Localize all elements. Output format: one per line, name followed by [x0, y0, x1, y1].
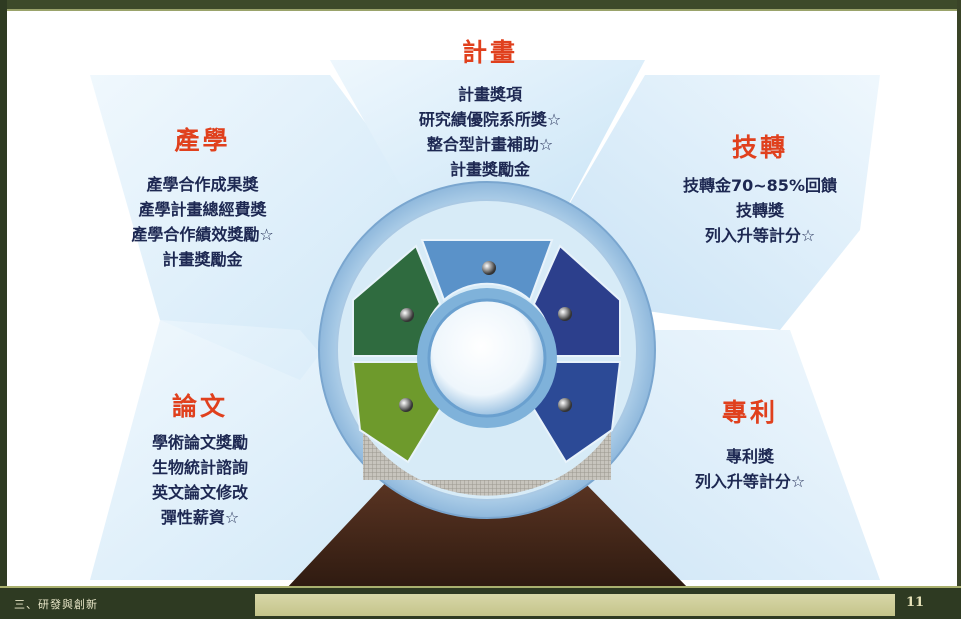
footer-section-label: 三、研發與創新	[14, 598, 98, 611]
bolt-transfer	[558, 307, 572, 321]
transfer-title: 技轉	[731, 133, 788, 162]
diagram-base	[285, 478, 690, 590]
transfer-item: 技轉獎	[735, 201, 784, 220]
transfer-item: 列入升等計分☆	[704, 226, 816, 245]
hub	[427, 298, 547, 418]
patent-block: 專利 專利獎 列入升等計分☆	[640, 398, 860, 494]
industry-item: 產學計畫總經費獎	[138, 200, 267, 219]
industry-item: 產學合作成果獎	[146, 175, 259, 194]
plan-title: 計畫	[461, 38, 518, 67]
patent-title: 專利	[721, 398, 778, 427]
paper-title: 論文	[171, 392, 228, 421]
patent-item: 專利獎	[725, 447, 774, 466]
bolt-patent	[558, 398, 572, 412]
transfer-block: 技轉 技轉金70~85%回饋 技轉獎 列入升等計分☆	[640, 133, 880, 248]
paper-item: 彈性薪資☆	[160, 508, 240, 527]
right-bar	[957, 0, 961, 619]
paper-block: 論文 學術論文獎勵 生物統計諮詢 英文論文修改 彈性薪資☆	[100, 392, 300, 530]
plan-block: 計畫 計畫獎項 研究績優院系所獎☆ 整合型計畫補助☆ 計畫獎勵金	[355, 38, 625, 182]
industry-title: 產學	[174, 126, 231, 155]
footer-stripe	[0, 586, 961, 589]
paper-item: 英文論文修改	[151, 483, 248, 502]
top-bar-stripe	[0, 9, 961, 11]
bolt-plan	[482, 261, 496, 275]
transfer-item: 技轉金70~85%回饋	[683, 176, 837, 195]
top-bar	[0, 0, 961, 9]
industry-item: 產學合作績效獎勵☆	[131, 225, 274, 244]
left-bar	[0, 0, 7, 619]
plan-item: 整合型計畫補助☆	[426, 135, 554, 154]
panel-plan	[330, 60, 645, 220]
industry-item: 計畫獎勵金	[162, 250, 243, 269]
plan-item: 計畫獎勵金	[449, 160, 530, 179]
bolt-paper	[399, 398, 413, 412]
plan-item: 研究績優院系所獎☆	[418, 110, 562, 129]
plan-item: 計畫獎項	[457, 85, 522, 104]
panel-transfer	[560, 75, 880, 330]
page-number: 11	[906, 595, 925, 610]
patent-item: 列入升等計分☆	[694, 472, 806, 491]
mesh-band	[363, 430, 611, 496]
industry-block: 產學 產學合作成果獎 產學計畫總經費獎 產學合作績效獎勵☆ 計畫獎勵金	[85, 126, 320, 272]
paper-item: 學術論文獎勵	[151, 433, 248, 452]
paper-item: 生物統計諮詢	[151, 458, 248, 477]
footer-gold-band	[255, 594, 895, 616]
bolt-industry	[400, 308, 414, 322]
